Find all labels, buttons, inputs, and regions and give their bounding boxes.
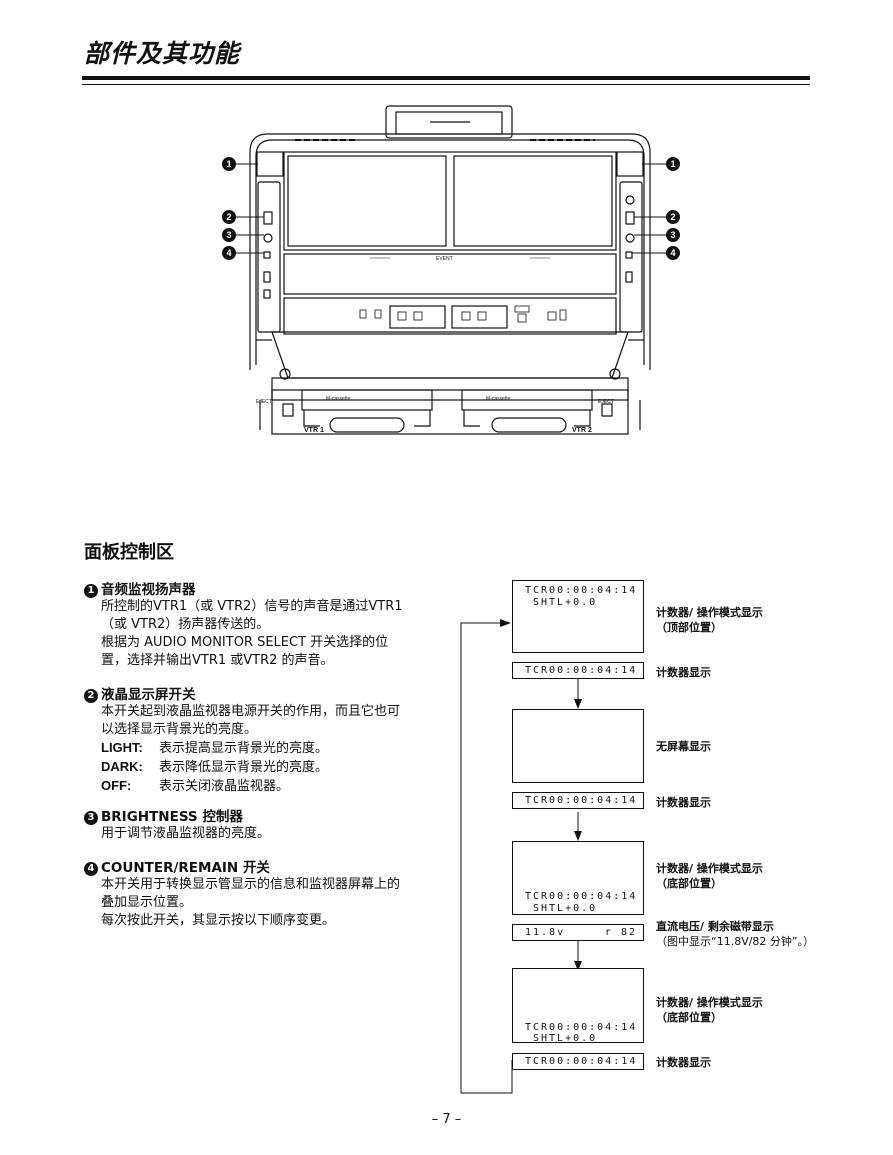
- marker-3-right: 3: [670, 230, 675, 240]
- counter-display-2: TCR00:00:04:14: [512, 792, 644, 809]
- eject-label-1: EJECT: [256, 399, 272, 405]
- item-number: 4: [84, 862, 98, 876]
- shtl-readout: SHTL+0.0: [533, 597, 598, 608]
- marker-4-left: 4: [226, 248, 231, 258]
- label-counter: 计数器显示: [656, 796, 711, 809]
- tcr-readout: TCR00:00:04:14: [525, 1056, 638, 1067]
- label-counter: 计数器显示: [656, 666, 711, 679]
- definition-row: OFF:表示关闭液晶监视器。: [101, 778, 290, 794]
- counter-display-1: TCR00:00:04:14: [512, 662, 644, 679]
- cassette-label-2: M-cassette: [486, 396, 511, 402]
- arrow-head: [500, 619, 511, 627]
- text-line: 以选择显示背景光的亮度。: [101, 722, 258, 737]
- device-illustration: EVENT M-cassette M-cassette EJECT EJECT …: [222, 105, 680, 435]
- arrow-down: [574, 699, 582, 709]
- label-counter-top: 计数器/ 操作模式显示 （顶部位置）: [656, 606, 763, 634]
- title-rule: [82, 76, 810, 80]
- item-title: 音频监视扬声器: [101, 582, 196, 598]
- item-title: COUNTER/REMAIN 开关: [101, 860, 270, 876]
- page-number: – 7 –: [431, 1112, 462, 1127]
- text-line: 叠加显示位置。: [101, 895, 193, 910]
- text-line: （或 VTR2）扬声器传送的。: [101, 617, 270, 632]
- arrow-down: [574, 831, 582, 841]
- marker-1-left: 1: [226, 159, 231, 169]
- screen-counter-top: TCR00:00:04:14 SHTL+0.0: [512, 580, 644, 653]
- text-line: 用于调节液晶监视器的亮度。: [101, 826, 271, 841]
- item-title: 液晶显示屏开关: [101, 687, 196, 703]
- marker-3-left: 3: [226, 230, 231, 240]
- label-counter-bottom: 计数器/ 操作模式显示 （底部位置）: [656, 862, 763, 890]
- tcr-readout: TCR00:00:04:14: [525, 585, 638, 596]
- marker-4-right: 4: [670, 248, 675, 258]
- item-title: BRIGHTNESS 控制器: [101, 809, 243, 825]
- screen-blank: [512, 709, 644, 783]
- tcr-readout: TCR00:00:04:14: [525, 891, 638, 902]
- cassette-label-1: M-cassette: [326, 396, 351, 402]
- arrow-down: [574, 961, 582, 971]
- marker-2-right: 2: [670, 212, 675, 222]
- shtl-readout: SHTL+0.0: [533, 1033, 598, 1044]
- remain-readout: r 82: [604, 927, 637, 938]
- text-line: 所控制的VTR1（或 VTR2）信号的声音是通过VTR1: [101, 599, 403, 614]
- section-title: 面板控制区: [84, 542, 174, 563]
- item-number: 2: [84, 689, 98, 703]
- screen-counter-bottom: TCR00:00:04:14 SHTL+0.0: [512, 841, 644, 915]
- label-no-screen: 无屏幕显示: [656, 740, 711, 753]
- page-title: 部件及其功能: [84, 39, 241, 68]
- text-line: 每次按此开关，其显示按以下顺序变更。: [101, 913, 336, 928]
- item-number: 3: [84, 811, 98, 825]
- counter-display-3: TCR00:00:04:14: [512, 1053, 644, 1070]
- voltage-display: 11.8v r 82: [512, 924, 644, 941]
- marker-2-left: 2: [226, 212, 231, 222]
- event-label: EVENT: [436, 256, 453, 262]
- tcr-readout: TCR00:00:04:14: [525, 795, 638, 806]
- flow-connectors: [460, 619, 582, 1094]
- label-counter: 计数器显示: [656, 1056, 711, 1069]
- screen-counter-bottom-2: TCR00:00:04:14 SHTL+0.0: [512, 968, 644, 1044]
- text-line: 置，选择并输出VTR1 或VTR2 的声音。: [101, 653, 334, 668]
- label-counter-bottom-2: 计数器/ 操作模式显示 （底部位置）: [656, 996, 763, 1024]
- marker-1-right: 1: [670, 159, 675, 169]
- tcr-readout: TCR00:00:04:14: [525, 1022, 638, 1033]
- text-line: 本开关用于转换显示管显示的信息和监视器屏幕上的: [101, 877, 401, 892]
- label-dc-voltage: 直流电压/ 剩余磁带显示 （图中显示“11.8V/82 分钟”。）: [656, 920, 815, 948]
- item-number: 1: [84, 584, 98, 598]
- voltage-readout: 11.8v: [525, 927, 566, 938]
- title-rule-thin: [82, 84, 810, 85]
- definition-row: LIGHT:表示提高显示背景光的亮度。: [101, 740, 329, 756]
- text-line: 根据为 AUDIO MONITOR SELECT 开关选择的位: [101, 635, 389, 650]
- vtr2-label: VTR 2: [572, 427, 592, 434]
- vtr1-label: VTR 1: [304, 427, 324, 434]
- definition-row: DARK:表示降低显示背景光的亮度。: [101, 759, 329, 775]
- shtl-readout: SHTL+0.0: [533, 903, 598, 914]
- text-line: 本开关起到液晶监视器电源开关的作用，而且它也可: [101, 704, 401, 719]
- tcr-readout: TCR00:00:04:14: [525, 665, 638, 676]
- eject-label-2: EJECT: [598, 399, 614, 405]
